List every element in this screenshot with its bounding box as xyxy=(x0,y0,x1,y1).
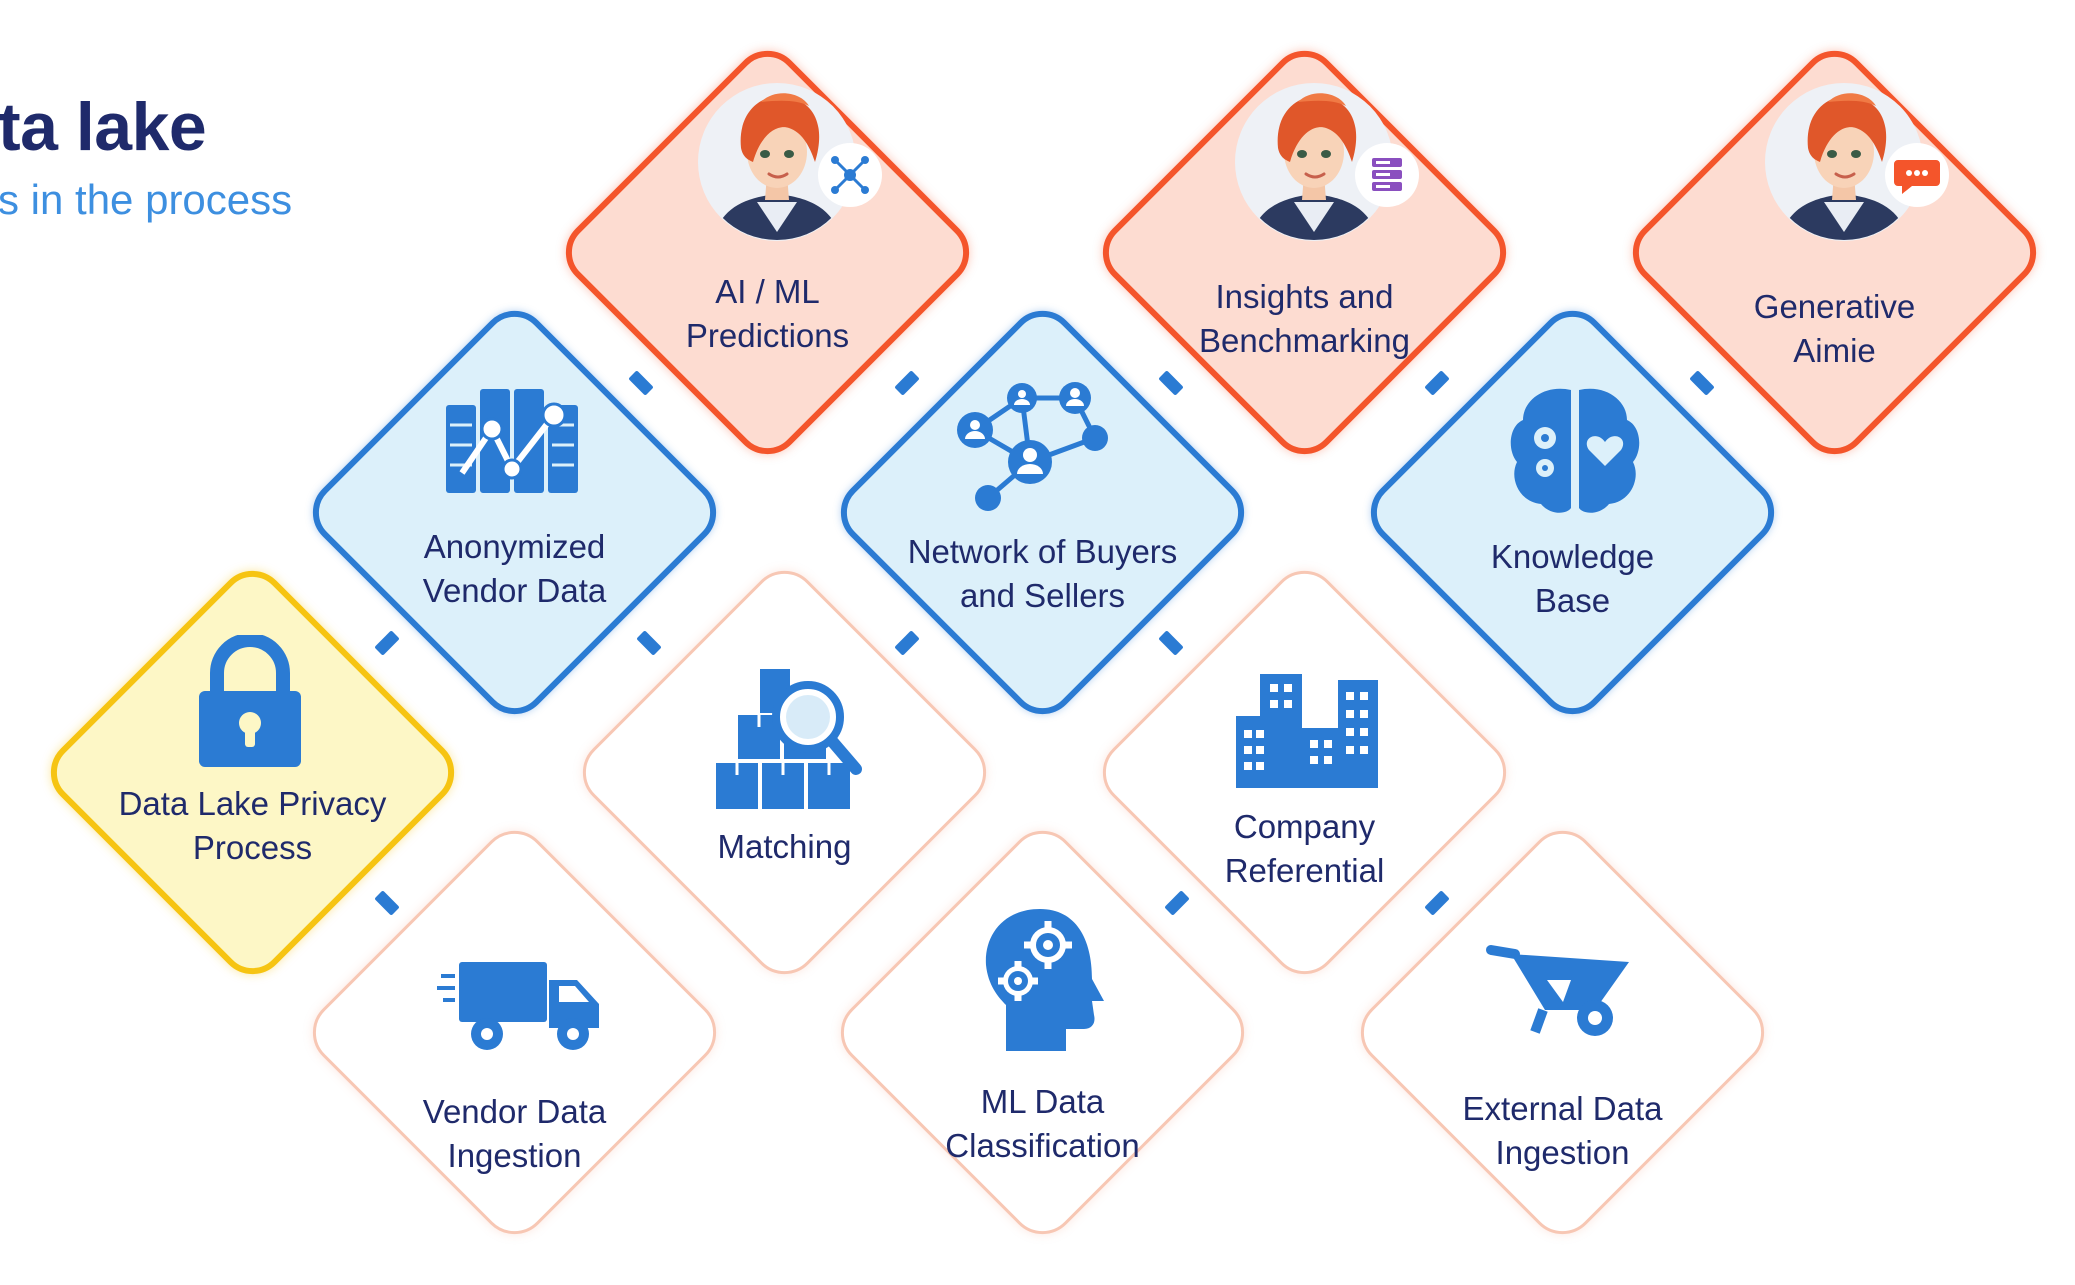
anonymized-data-icon xyxy=(446,389,578,493)
tile-matching[interactable]: Matching xyxy=(532,520,1037,1025)
tile-label: ML Data Classification xyxy=(865,1080,1220,1168)
brain-icon xyxy=(1510,388,1640,513)
tile-label-line1: Matching xyxy=(717,828,852,865)
tile-label-line2: Vendor Data xyxy=(422,572,607,609)
tile-knowledge-base[interactable]: Knowledge Base xyxy=(1320,260,1825,765)
tile-label: Anonymized Vendor Data xyxy=(337,525,692,613)
network-nodes-icon xyxy=(818,143,882,207)
tile-label-line2: Process xyxy=(192,829,313,866)
tile-network-buyers-sellers[interactable]: Network of Buyers and Sellers xyxy=(790,260,1295,765)
chat-bubble-icon xyxy=(1885,143,1949,207)
tile-label: Data Lake Privacy Process xyxy=(75,782,430,870)
head-gears-icon xyxy=(985,909,1104,1051)
boxes-magnifier-icon xyxy=(716,669,862,809)
tile-ai-ml-predictions[interactable]: AI / ML Predictions xyxy=(515,0,1020,505)
tile-label-line2: and Sellers xyxy=(959,577,1126,614)
tile-label-line2: Ingestion xyxy=(1495,1134,1630,1171)
tile-label-line2: Benchmarking xyxy=(1199,322,1410,359)
delivery-truck-icon xyxy=(437,962,599,1050)
buildings-icon xyxy=(1236,674,1378,788)
tile-ml-data-classification[interactable]: ML Data Classification xyxy=(790,780,1295,1285)
tile-label: AI / ML Predictions xyxy=(590,270,945,358)
tile-generative-aimie[interactable]: Generative Aimie xyxy=(1582,0,2075,505)
tile-label-line1: Data Lake Privacy xyxy=(118,785,387,822)
tile-label-line2: Referential xyxy=(1224,852,1385,889)
tile-label: Company Referential xyxy=(1127,805,1482,893)
tile-label-line2: Base xyxy=(1534,582,1611,619)
tile-label-line2: Predictions xyxy=(685,317,850,354)
tile-label-line1: Vendor Data xyxy=(422,1093,607,1130)
tile-label-line1: Network of Buyers xyxy=(907,533,1178,570)
tile-label-line1: Knowledge xyxy=(1490,538,1655,575)
tile-label-line1: External Data xyxy=(1462,1090,1663,1127)
tile-data-lake-privacy-process[interactable]: Data Lake Privacy Process xyxy=(0,520,505,1025)
tile-label-line2: Classification xyxy=(945,1127,1140,1164)
wheelbarrow-icon xyxy=(1486,945,1629,1036)
page-subtitle: s in the process xyxy=(0,176,293,223)
people-network-icon xyxy=(957,382,1108,511)
tile-insights-benchmarking[interactable]: Insights and Benchmarking xyxy=(1052,0,1557,505)
tile-label: Insights and Benchmarking xyxy=(1127,275,1482,363)
tile-vendor-data-ingestion[interactable]: Vendor Data Ingestion xyxy=(262,780,767,1285)
tile-label: Knowledge Base xyxy=(1395,535,1750,623)
tile-label-line1: Company xyxy=(1233,808,1376,845)
padlock-icon xyxy=(199,635,301,767)
tile-label-line2: Ingestion xyxy=(447,1137,582,1174)
server-icon xyxy=(1355,143,1419,207)
tile-label: Generative Aimie xyxy=(1657,285,2012,373)
tile-label-line1: Insights and xyxy=(1215,278,1394,315)
tile-label: Matching xyxy=(607,825,962,869)
tile-label-line1: Anonymized xyxy=(423,528,606,565)
tile-label: External Data Ingestion xyxy=(1385,1087,1740,1175)
page-title: ta lake xyxy=(0,89,207,165)
tile-label-line2: Aimie xyxy=(1793,332,1876,369)
tile-company-referential[interactable]: Company Referential xyxy=(1052,520,1557,1025)
tile-label-line1: AI / ML xyxy=(715,273,820,310)
tile-anonymized-vendor-data[interactable]: Anonymized Vendor Data xyxy=(262,260,767,765)
tile-label-line1: ML Data xyxy=(980,1083,1105,1120)
tile-label: Vendor Data Ingestion xyxy=(337,1090,692,1178)
tile-label: Network of Buyers and Sellers xyxy=(865,530,1220,618)
tile-label-line1: Generative xyxy=(1753,288,1916,325)
tile-external-data-ingestion[interactable]: External Data Ingestion xyxy=(1310,780,1815,1285)
